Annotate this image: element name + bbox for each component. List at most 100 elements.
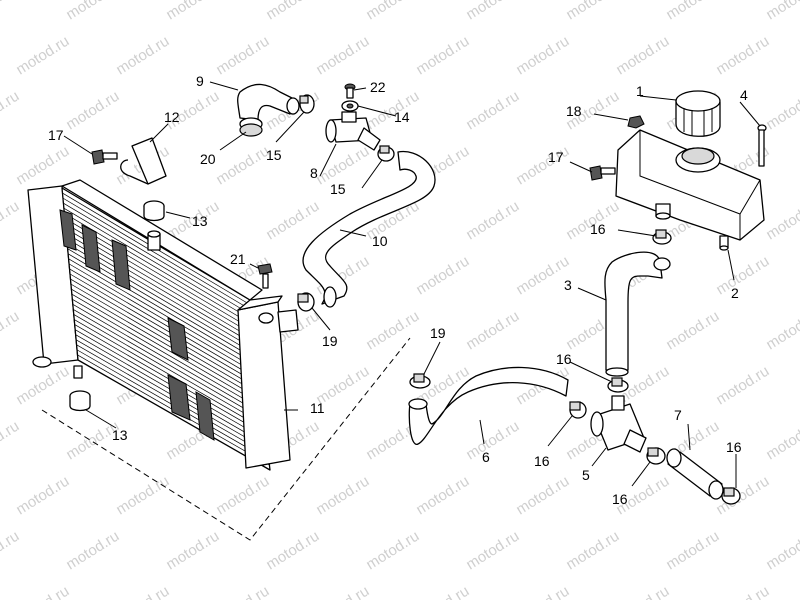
callout-16b: 16	[556, 351, 572, 367]
callout-16c: 16	[534, 453, 550, 469]
radiator-fin	[71, 288, 262, 401]
watermark-text: motod.ru	[763, 198, 800, 244]
radiator-fin	[63, 202, 252, 316]
clamp-16e	[721, 487, 741, 505]
watermark-text: motod.ru	[413, 33, 472, 79]
callouts: 1 2 3 4 5 6 7 8 9 10 11 12 13 13 14 15 1…	[48, 73, 748, 507]
callout-10: 10	[372, 233, 388, 249]
hose-7	[666, 448, 724, 500]
watermark-text: motod.ru	[63, 88, 122, 134]
watermark-text: motod.ru	[463, 88, 522, 134]
hose-9	[237, 83, 300, 121]
callout-20: 20	[200, 151, 216, 167]
watermark-text: motod.ru	[313, 473, 372, 519]
watermark-text: motod.ru	[763, 418, 800, 464]
watermark-text: motod.ru	[363, 308, 422, 354]
radiator-fin	[73, 314, 265, 426]
watermark-text: motod.ru	[613, 583, 672, 600]
watermark-text: motod.ru	[163, 528, 222, 574]
grommet-13a	[143, 200, 165, 222]
watermark-text: motod.ru	[263, 528, 322, 574]
cap-1	[675, 90, 721, 137]
watermark-text: motod.ru	[263, 0, 322, 23]
grommet-13b	[69, 390, 91, 412]
tee-5	[590, 395, 647, 453]
watermark-text: motod.ru	[563, 528, 622, 574]
callout-7: 7	[674, 407, 682, 423]
clamp-20	[239, 117, 263, 137]
radiator-fin	[69, 268, 260, 381]
watermark-text: motod.ru	[763, 88, 800, 134]
watermark-text: motod.ru	[413, 583, 472, 600]
watermark-text: motod.ru	[163, 0, 222, 23]
fitting-2	[719, 235, 729, 251]
watermark-text: motod.ru	[63, 0, 122, 23]
watermark-text: motod.ru	[663, 528, 722, 574]
watermark-text: motod.ru	[0, 0, 22, 23]
hose-6	[408, 366, 569, 445]
callout-15b: 15	[330, 181, 346, 197]
callout-9: 9	[196, 73, 204, 89]
callout-17b: 17	[548, 149, 564, 165]
bolt-17b	[589, 165, 616, 181]
callout-22: 22	[370, 79, 386, 95]
clamp-16c	[569, 401, 587, 419]
watermark-text: motod.ru	[13, 473, 72, 519]
washer-14	[341, 100, 359, 112]
watermark-text: motod.ru	[313, 583, 372, 600]
watermark-text: motod.ru	[663, 308, 722, 354]
callout-12: 12	[164, 109, 180, 125]
watermark-text: motod.ru	[0, 88, 22, 134]
nut-18	[627, 115, 645, 129]
watermark-text: motod.ru	[763, 0, 800, 23]
watermark-text: motod.ru	[713, 253, 772, 299]
watermark-text: motod.ru	[713, 583, 772, 600]
bracket-12	[120, 137, 167, 185]
watermark-text: motod.ru	[113, 583, 172, 600]
watermark-text: motod.ru	[13, 363, 72, 409]
watermark-text: motod.ru	[0, 528, 22, 574]
reservoir-tank	[615, 129, 765, 241]
hose-3	[604, 251, 671, 377]
bolt-21	[257, 263, 273, 289]
watermark-text: motod.ru	[413, 253, 472, 299]
watermark-text: motod.ru	[0, 198, 22, 244]
callout-11: 11	[310, 400, 325, 416]
radiator-fin	[68, 263, 260, 376]
watermark-text: motod.ru	[363, 0, 422, 23]
radiator-fin	[70, 283, 262, 396]
watermark-text: motod.ru	[513, 583, 572, 600]
callout-19b: 19	[430, 325, 446, 341]
watermark-text: motod.ru	[463, 308, 522, 354]
watermark-text: motod.ru	[463, 198, 522, 244]
callout-19a: 19	[322, 333, 338, 349]
callout-17a: 17	[48, 127, 64, 143]
watermark-text: motod.ru	[713, 363, 772, 409]
callout-21: 21	[230, 251, 246, 267]
watermark-text: motod.ru	[213, 583, 272, 600]
callout-16d: 16	[612, 491, 628, 507]
watermark-text: motod.ru	[0, 308, 22, 354]
watermark-text: motod.ru	[613, 33, 672, 79]
watermark-text: motod.ru	[63, 528, 122, 574]
clamp-15b	[377, 145, 395, 162]
radiator-fin	[72, 304, 264, 416]
radiator-fin	[62, 197, 252, 311]
watermark-text: motod.ru	[213, 33, 272, 79]
callout-16e: 16	[726, 439, 742, 455]
watermark-text: motod.ru	[263, 198, 322, 244]
pin-4	[757, 124, 767, 167]
watermark-text: motod.ru	[713, 33, 772, 79]
hose-10	[302, 150, 436, 308]
tee-8	[325, 111, 381, 151]
radiator	[27, 179, 299, 471]
callout-13b: 13	[112, 427, 128, 443]
watermark-text: motod.ru	[763, 308, 800, 354]
watermark-text: motod.ru	[563, 0, 622, 23]
bolt-22	[344, 83, 356, 99]
clamp-16a	[652, 229, 672, 245]
callout-15a: 15	[266, 147, 282, 163]
callout-8: 8	[310, 165, 318, 181]
watermark-text: motod.ru	[113, 473, 172, 519]
